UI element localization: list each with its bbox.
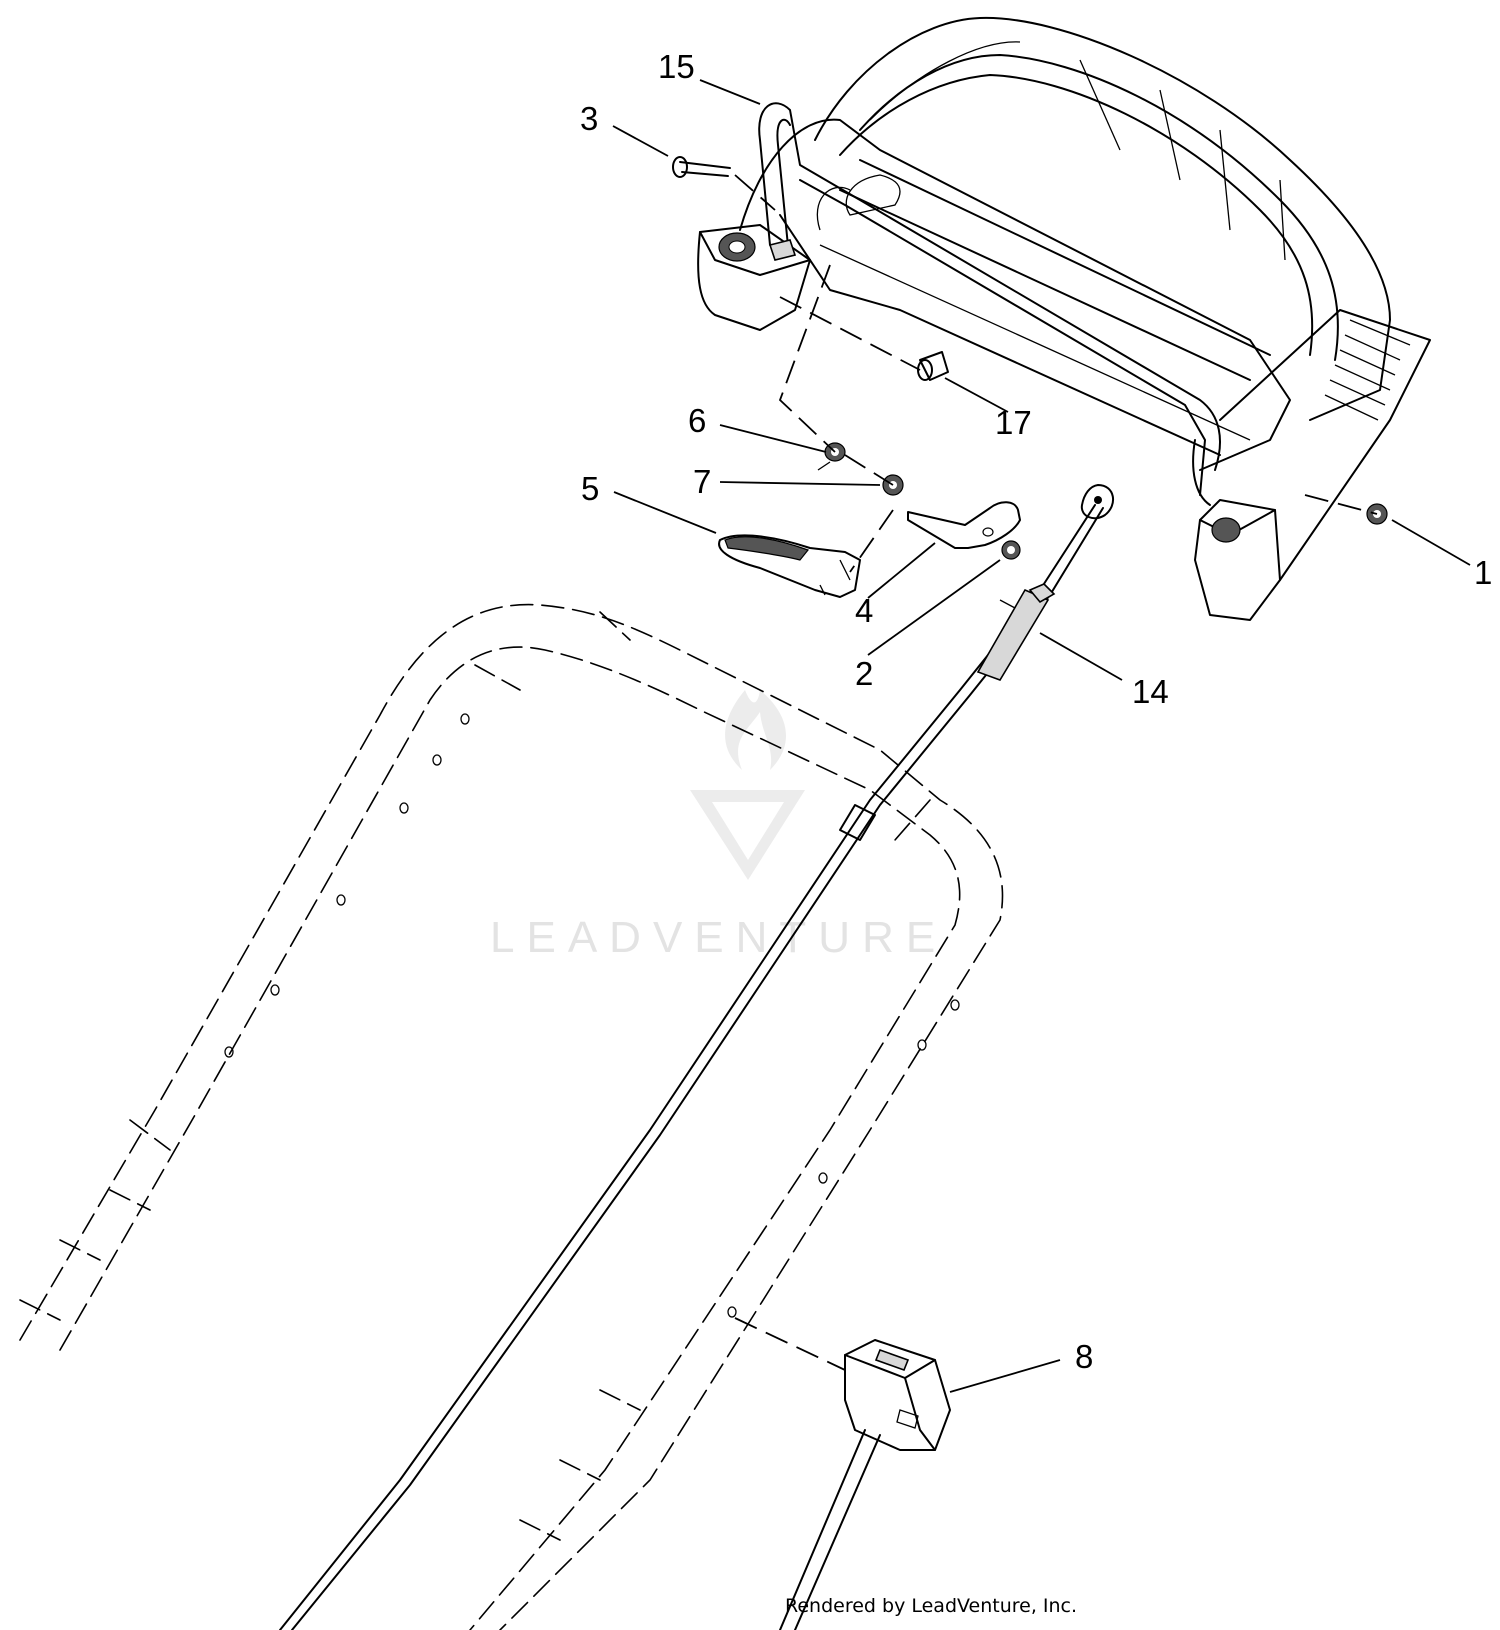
lever-part-5 — [718, 534, 861, 598]
bolt-part-3 — [672, 156, 776, 211]
render-credit: Rendered by LeadVenture, Inc. — [785, 1595, 1077, 1617]
bail-lever — [758, 102, 1221, 506]
callout-15: 15 — [658, 48, 695, 85]
lower-handle-frame — [19, 603, 1004, 1630]
callout-17: 17 — [995, 404, 1032, 441]
watermark-text: LEADVENTURE — [490, 913, 947, 962]
callout-5: 5 — [581, 470, 599, 507]
leadventure-watermark-logo: LEADVENTURE — [490, 690, 947, 962]
bracket-part-4 — [907, 501, 1021, 549]
callout-2: 2 — [855, 655, 873, 692]
nut-part-6 — [817, 442, 846, 471]
callout-labels: 15 3 17 6 7 5 4 2 1 14 8 — [580, 48, 1492, 1375]
leader-lines — [612, 79, 1471, 1393]
control-cable — [279, 484, 1114, 1630]
callout-3: 3 — [580, 100, 598, 137]
callout-8: 8 — [1075, 1338, 1093, 1375]
callout-6: 6 — [688, 402, 706, 439]
assembly-lines — [734, 264, 1378, 1371]
switch-part-8 — [779, 1339, 951, 1630]
plug-part-17 — [917, 351, 949, 381]
callout-4: 4 — [855, 592, 873, 629]
upper-handle — [697, 16, 1431, 621]
callout-14: 14 — [1132, 673, 1169, 710]
nut-part-2 — [1001, 540, 1021, 560]
callout-1: 1 — [1474, 554, 1492, 591]
callout-7: 7 — [693, 463, 711, 500]
